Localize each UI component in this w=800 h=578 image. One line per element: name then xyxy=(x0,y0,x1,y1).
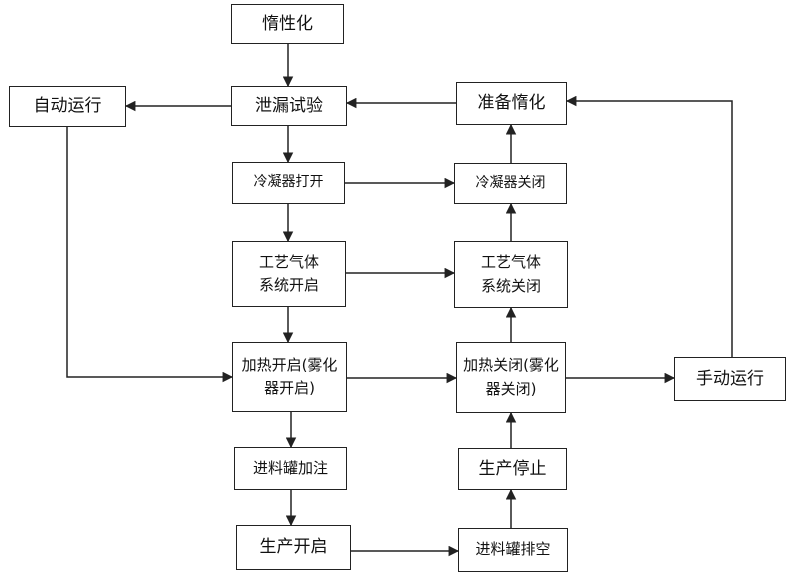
node-feed-fill: 进料罐加注 xyxy=(234,447,347,490)
node-heat-on-label: 加热开启(雾化器开启) xyxy=(241,355,338,397)
node-auto-run: 自动运行 xyxy=(9,86,126,127)
node-production-stop-label: 生产停止 xyxy=(478,458,547,479)
node-leak-test: 泄漏试验 xyxy=(231,86,347,126)
node-heat-on: 加热开启(雾化器开启) xyxy=(232,342,347,412)
node-prepare-inerting-label: 准备惰化 xyxy=(477,93,546,114)
node-manual-run-label: 手动运行 xyxy=(696,368,764,389)
node-feed-drain-label: 进料罐排空 xyxy=(475,540,551,559)
node-production-stop: 生产停止 xyxy=(458,448,567,490)
node-feed-drain: 进料罐排空 xyxy=(458,528,568,572)
node-gas-open-label: 工艺气体系统开启 xyxy=(258,252,319,294)
node-heat-off: 加热关闭(雾化器关闭) xyxy=(456,342,566,413)
node-production-start: 生产开启 xyxy=(236,525,351,570)
node-inerting-label: 惰性化 xyxy=(262,13,313,34)
node-condenser-open: 冷凝器打开 xyxy=(232,162,345,204)
node-leak-test-label: 泄漏试验 xyxy=(255,95,323,116)
node-inerting: 惰性化 xyxy=(231,4,344,44)
node-condenser-close: 冷凝器关闭 xyxy=(454,163,567,204)
node-auto-run-label: 自动运行 xyxy=(33,96,102,117)
arrow-auto-run-to-heat-on xyxy=(66,127,234,383)
node-prepare-inerting: 准备惰化 xyxy=(456,82,567,125)
node-manual-run: 手动运行 xyxy=(674,357,786,401)
node-production-start-label: 生产开启 xyxy=(259,537,328,558)
node-gas-close-label: 工艺气体系统关闭 xyxy=(480,253,541,295)
node-gas-open: 工艺气体系统开启 xyxy=(232,241,346,307)
node-heat-off-label: 加热关闭(雾化器关闭) xyxy=(463,356,559,398)
arrow-manual-run-to-prepare xyxy=(565,95,733,357)
node-condenser-close-label: 冷凝器关闭 xyxy=(475,174,546,191)
node-condenser-open-label: 冷凝器打开 xyxy=(253,174,324,191)
node-feed-fill-label: 进料罐加注 xyxy=(252,458,328,477)
node-gas-close: 工艺气体系统关闭 xyxy=(454,241,568,308)
